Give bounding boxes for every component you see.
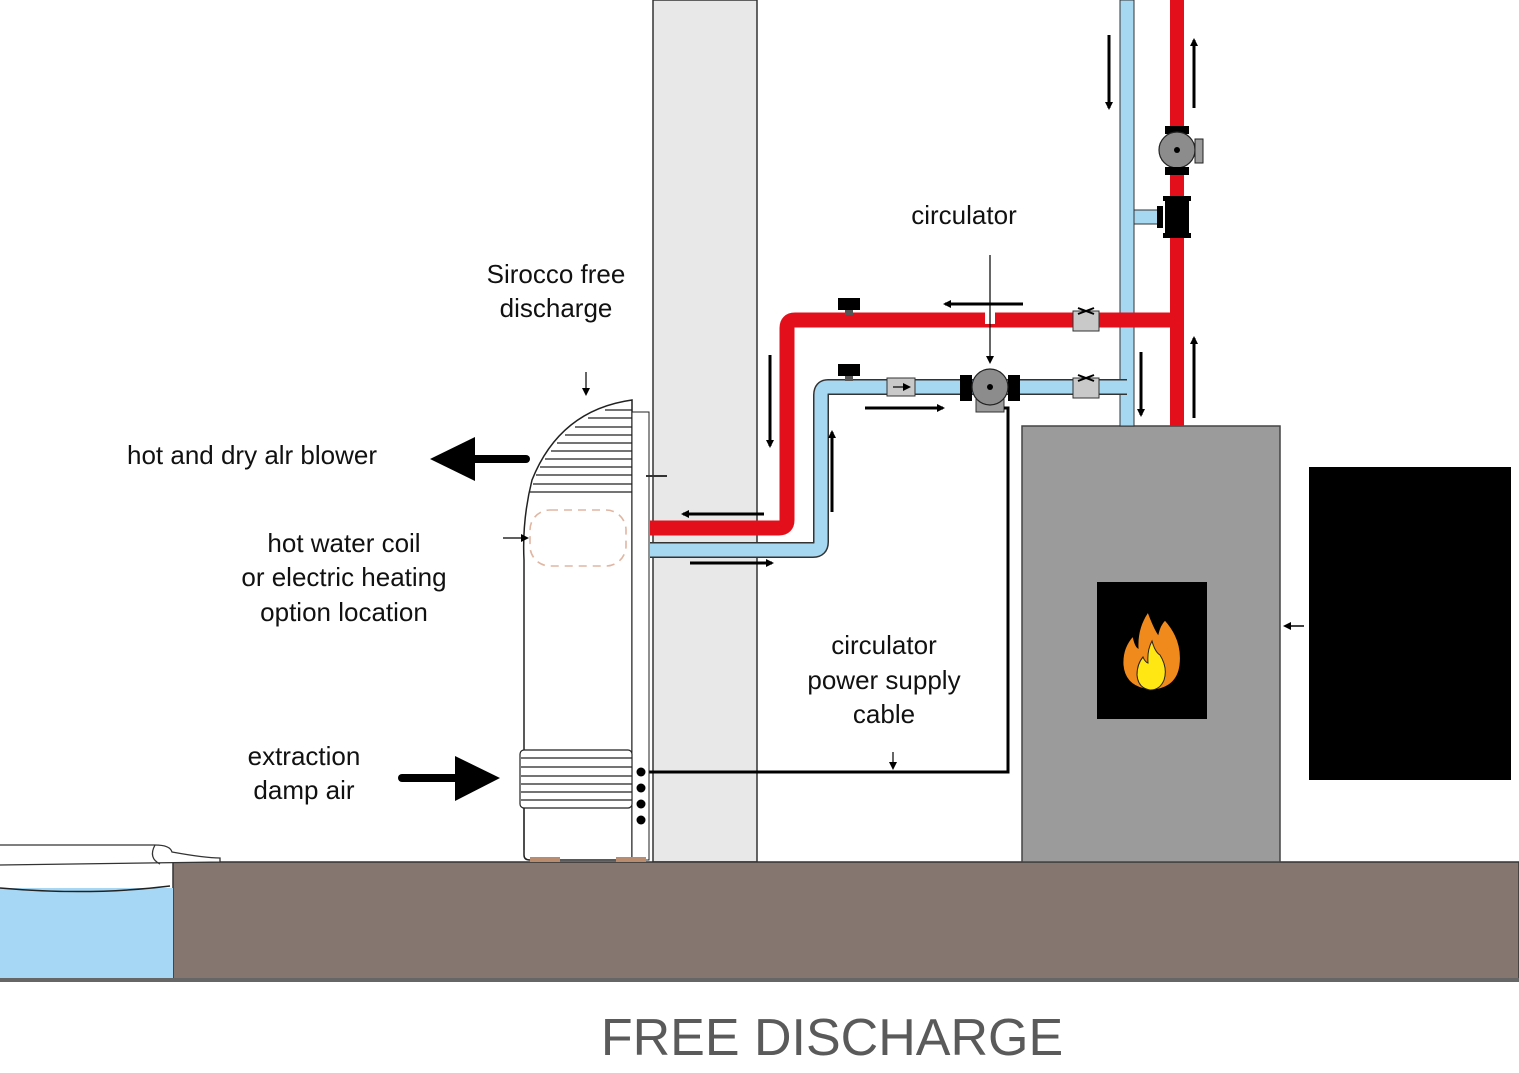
label-sirocco-2: discharge <box>500 293 613 323</box>
bypass-valve <box>1133 196 1191 238</box>
label-cable-1: circulator <box>831 630 937 660</box>
label-blower: hot and dry alr blower <box>127 440 377 470</box>
bleed-valve-cold <box>838 364 860 376</box>
hot-supply-pipe <box>650 312 1177 536</box>
check-valve <box>886 377 916 397</box>
riser-circulator <box>1158 126 1204 175</box>
power-supply-cable <box>640 406 1010 774</box>
label-extraction-1: extraction <box>248 741 361 771</box>
blower-arrow <box>430 437 530 481</box>
label-coil-2: or electric heating <box>241 562 446 592</box>
cold-return-riser <box>1119 0 1135 427</box>
pool <box>0 844 221 978</box>
boiler <box>1021 425 1281 863</box>
valve-hot <box>1072 307 1100 332</box>
black-panel <box>1309 467 1511 780</box>
sirocco-unit <box>519 399 667 862</box>
label-coil-1: hot water coil <box>267 528 420 558</box>
circulator-pump <box>960 368 1020 413</box>
label-cable-2: power supply <box>807 665 960 695</box>
valve-cold <box>1072 374 1100 399</box>
bleed-valve-hot <box>838 298 860 310</box>
label-coil-3: option location <box>260 597 428 627</box>
label-circulator: circulator <box>911 200 1017 230</box>
coil-location <box>529 509 627 567</box>
extraction-arrow <box>398 756 500 801</box>
diagram-title: FREE DISCHARGE <box>601 1009 1063 1067</box>
label-cable-3: cable <box>853 699 915 729</box>
label-sirocco-1: Sirocco free <box>487 259 626 289</box>
wall <box>652 0 758 863</box>
floor <box>172 861 1519 980</box>
label-extraction-2: damp air <box>253 775 354 805</box>
floor-baseline <box>0 978 1519 982</box>
